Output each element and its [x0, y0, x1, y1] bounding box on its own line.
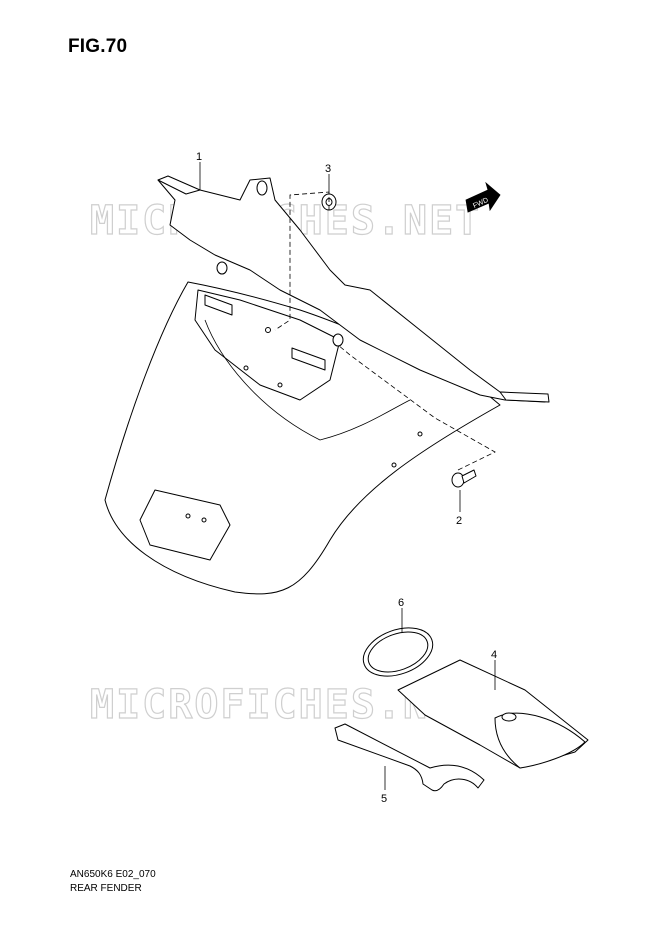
rear-fender-part [104, 175, 550, 595]
forward-direction-arrow-icon: FWD [465, 181, 501, 213]
assembly-line-nut [274, 191, 330, 331]
tool-bag-part [397, 659, 589, 769]
assembly-line-bolt [337, 344, 496, 471]
figure-name: REAR FENDER [70, 883, 142, 894]
figure-code: AN650K6 E02_070 [70, 869, 156, 880]
callout-1: 1 [196, 151, 202, 163]
callout-6: 6 [398, 597, 404, 609]
figure-title: FIG.70 [68, 36, 128, 57]
callout-3: 3 [325, 163, 331, 175]
bolt-part [451, 469, 477, 488]
spanner-part [334, 723, 485, 792]
callout-4: 4 [491, 649, 497, 661]
callout-2: 2 [456, 515, 462, 527]
callout-5: 5 [381, 793, 387, 805]
o-ring-part [362, 627, 434, 677]
